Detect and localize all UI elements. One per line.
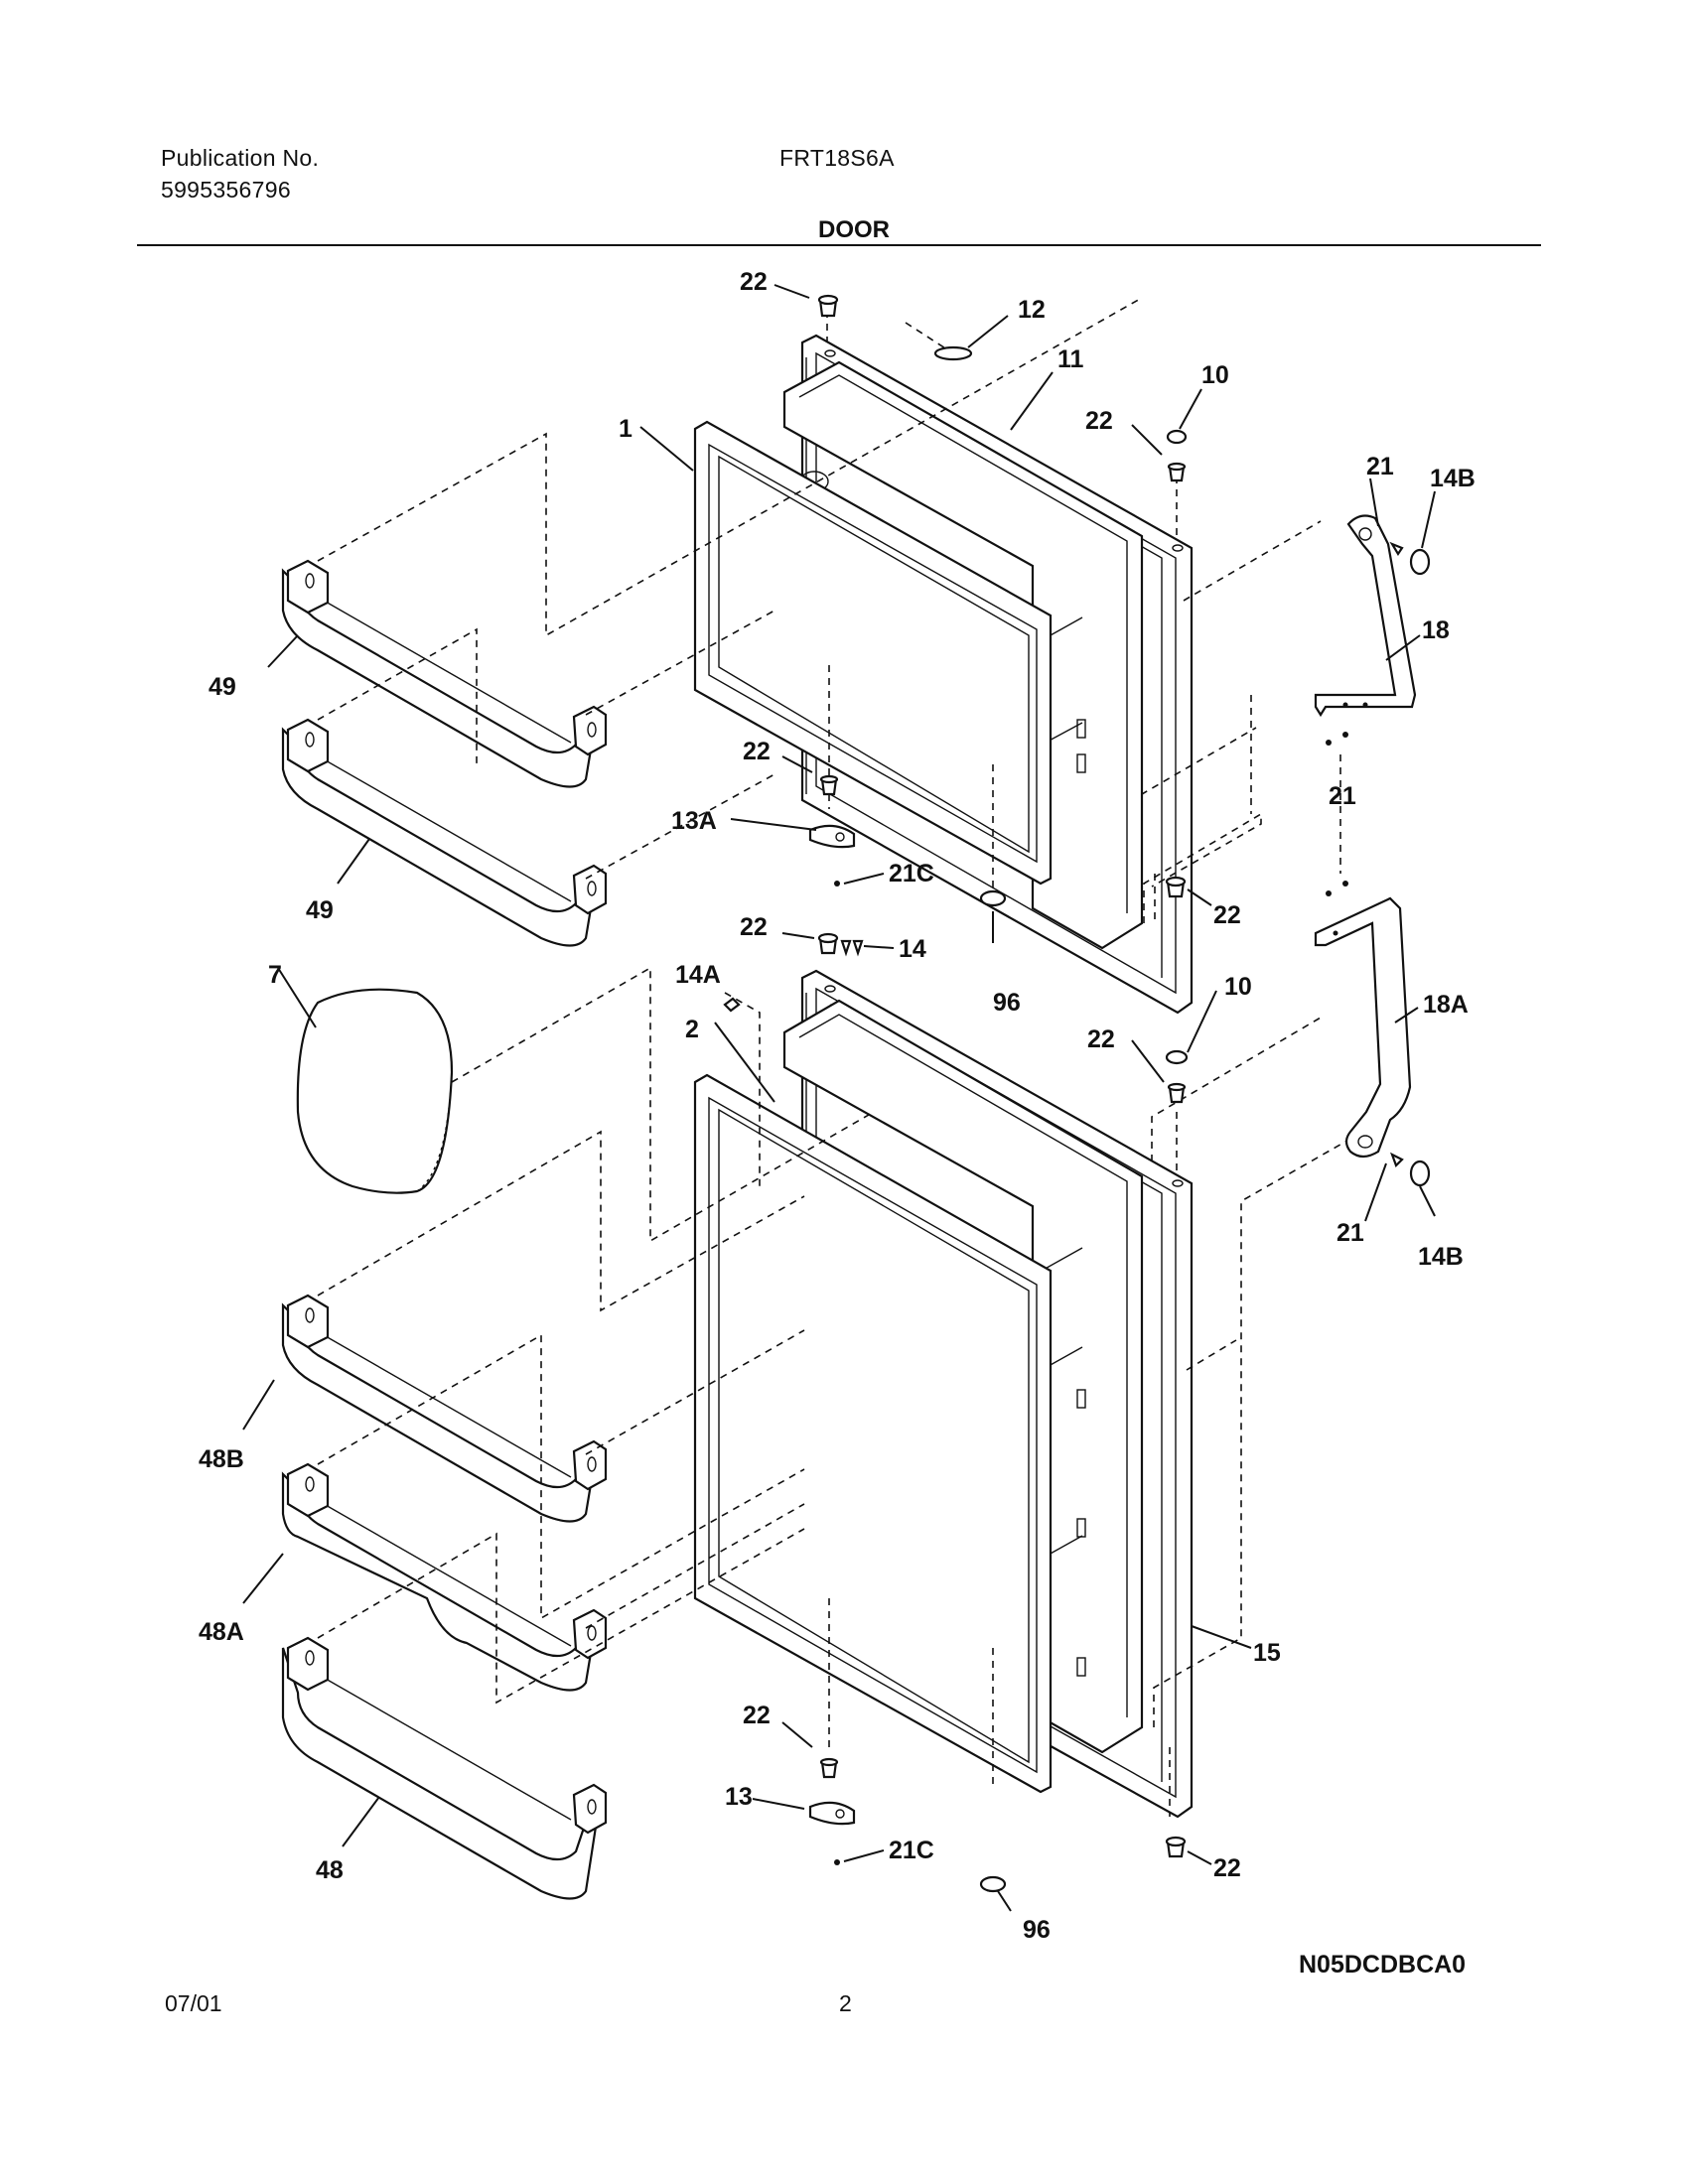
label-22-c: 22 [743,738,771,765]
label-22-a: 22 [740,268,768,296]
label-18a: 18A [1423,991,1469,1019]
label-18: 18 [1422,616,1450,644]
label-22-h: 22 [1213,1854,1241,1882]
label-10-top: 10 [1201,361,1229,389]
freezer-shelf-upper [281,559,608,788]
fresh-food-screw-21c [834,1859,840,1865]
label-22-b: 22 [1085,407,1113,435]
hinge-18 [1314,514,1417,718]
publication-label: Publication No. [161,145,320,171]
hinge-screw-21-bottom [1390,1152,1404,1167]
freezer-washer-96 [979,889,1007,907]
fresh-food-bushing-bottom-left [819,1757,839,1779]
label-48b: 48B [199,1445,244,1473]
fresh-food-bushing-top [817,932,839,955]
label-48a: 48A [199,1618,244,1646]
freezer-door-gasket [693,420,1053,886]
freezer-bushing-top [817,294,839,318]
header-rule [137,244,1541,246]
label-22-g: 22 [743,1702,771,1729]
dairy-door [296,988,454,1194]
label-22-e: 22 [1213,901,1241,929]
label-13: 13 [725,1783,753,1811]
page-number: 2 [839,1990,852,2016]
label-21-mid: 21 [1329,782,1356,810]
label-10-bottom: 10 [1224,973,1252,1001]
section-title: DOOR [818,216,890,243]
label-11: 11 [1057,345,1084,373]
model-number: FRT18S6A [779,145,895,171]
fresh-food-leader-lines [317,966,1381,1817]
fresh-food-door-stop-13 [808,1801,856,1826]
label-1: 1 [619,415,633,443]
footer-date: 07/01 [165,1990,222,2016]
label-21c-top: 21C [889,860,934,887]
label-48: 48 [316,1856,344,1884]
freezer-bushing-right [1167,462,1187,482]
label-21-top: 21 [1366,453,1394,480]
fresh-food-plug-14a [723,997,741,1013]
freezer-bushing-bottom-left [819,774,839,796]
publication-number: 5995356796 [161,177,291,203]
label-14a: 14A [675,961,721,989]
label-7: 7 [268,961,282,989]
label-49-top: 49 [209,673,236,701]
label-12: 12 [1018,296,1046,324]
label-21c-bottom: 21C [889,1837,934,1864]
hinge-18a [1314,881,1412,1159]
label-49-bottom: 49 [306,896,334,924]
fresh-food-bushing-right [1167,1082,1187,1104]
fresh-food-screw-14-a [840,939,852,957]
fresh-food-bushing-bottom-right [1165,1836,1187,1858]
label-15: 15 [1253,1639,1281,1667]
label-14b-bottom: 14B [1418,1243,1464,1271]
hinge-screw-lower-a [1326,740,1332,746]
hinge-screw-lower-b [1342,732,1348,738]
callout-leaders [242,284,1436,1912]
label-96-bottom: 96 [1023,1916,1051,1944]
hinge-screw-21 [1389,541,1404,557]
fresh-food-plug-10 [1165,1049,1189,1065]
freezer-door-stop-13a [808,824,856,849]
fresh-food-washer-96 [979,1875,1007,1893]
fresh-food-screw-14-b [852,939,864,957]
freezer-screw-21c [834,881,840,887]
shelf-48b [281,1294,608,1523]
label-14b-top: 14B [1430,465,1476,492]
label-22-d: 22 [740,913,768,941]
freezer-bushing-bottom-right [1165,876,1187,898]
drawing-code: N05DCDBCA0 [1299,1951,1467,1979]
hinge-plug-14b-bottom [1409,1160,1431,1187]
hinge-plug-14b-top [1409,548,1431,576]
label-21-bottom: 21 [1336,1219,1364,1247]
freezer-plug-12 [933,345,973,361]
shelf-48 [281,1636,608,1900]
label-14: 14 [899,935,926,963]
fresh-food-door-gasket [693,1073,1053,1794]
label-22-f: 22 [1087,1025,1115,1053]
label-13a: 13A [671,807,717,835]
freezer-plug-10 [1166,429,1188,445]
label-2: 2 [685,1016,699,1043]
label-96-top: 96 [993,989,1021,1017]
